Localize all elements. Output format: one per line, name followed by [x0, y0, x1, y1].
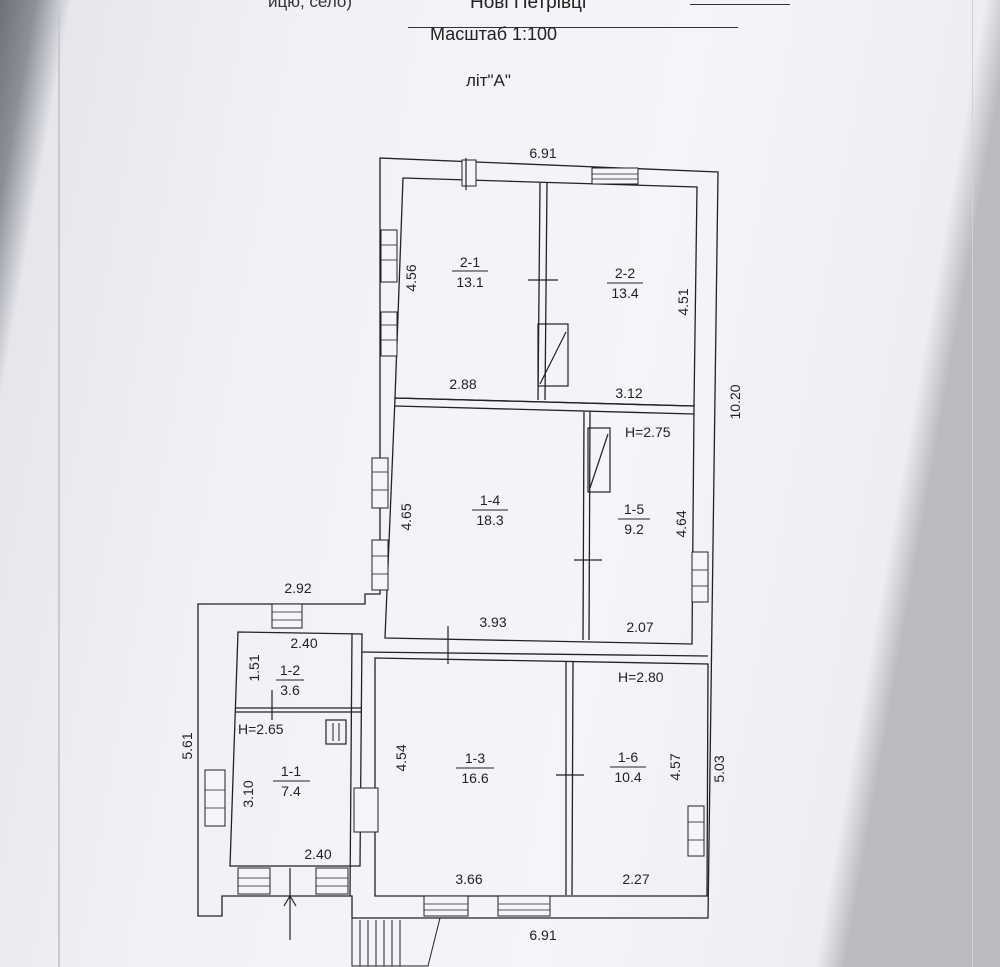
dim-r12-height: 1.51	[246, 654, 262, 681]
dim-r16-width: 2.27	[622, 871, 649, 887]
window-left-1	[380, 229, 398, 283]
room-id-2-2: 2-2	[615, 265, 635, 281]
dim-r12-width: 2.40	[290, 635, 317, 651]
room-id-1-5: 1-5	[624, 501, 644, 517]
wall-mid-lower	[361, 651, 709, 657]
dim-right-lower-height: 5.03	[711, 755, 727, 782]
dim-r11-width: 2.40	[304, 846, 331, 862]
scale-label: Масштаб 1:100	[430, 24, 558, 44]
wall-14-15	[582, 411, 585, 641]
inner-wall-lower	[374, 657, 709, 897]
room-id-1-3: 1-3	[465, 750, 485, 766]
dim-r21-width: 2.88	[449, 376, 476, 392]
room-id-1-2: 1-2	[280, 662, 300, 678]
wall-13-16b	[571, 661, 574, 896]
window-bottom-3	[423, 895, 469, 917]
room-area-2-1: 13.1	[456, 274, 483, 290]
window-annex-right	[353, 787, 379, 833]
stove-upper	[537, 323, 569, 387]
window-bottom-2	[315, 867, 349, 895]
dim-annex-width: 2.92	[284, 580, 311, 596]
room-id-2-1: 2-1	[460, 254, 480, 270]
dim-bottom-width: 6.91	[529, 927, 556, 943]
window-annex-left	[204, 769, 226, 827]
dim-total-height: 10.20	[727, 384, 743, 419]
room-area-1-6: 10.4	[614, 769, 641, 785]
place-name: Нові Петрівці	[470, 0, 587, 13]
dim-r22-height: 4.51	[675, 288, 691, 315]
dim-r14-height: 4.65	[398, 503, 414, 530]
dim-r15-width: 2.07	[626, 619, 653, 635]
wall-upper-mid	[394, 405, 695, 415]
room-area-1-1: 7.4	[281, 783, 301, 799]
dim-r15-height: 4.64	[673, 510, 689, 537]
window-annex-top	[271, 603, 303, 629]
window-top-left	[461, 159, 477, 187]
room-area-2-2: 13.4	[611, 285, 638, 301]
window-right-1	[691, 551, 709, 603]
stove-middle	[587, 427, 611, 493]
room-area-1-4: 18.3	[476, 512, 503, 528]
chimney-icon	[325, 719, 347, 745]
inner-wall-annex	[229, 631, 363, 867]
dim-r22-width: 3.12	[615, 385, 642, 401]
room-area-1-5: 9.2	[624, 521, 644, 537]
window-left-2	[380, 311, 398, 357]
room-id-1-4: 1-4	[480, 492, 500, 508]
dim-r14-width: 3.93	[479, 614, 506, 630]
wall-annex-right	[349, 633, 353, 897]
page-edge-line	[972, 0, 973, 967]
window-bottom-1	[237, 867, 271, 895]
dim-r16-height: 4.57	[667, 753, 683, 780]
dim-annex-height: 5.61	[179, 732, 195, 759]
window-top-right	[591, 167, 639, 185]
room-id-1-1: 1-1	[281, 763, 301, 779]
dim-r13-height: 4.54	[393, 744, 409, 771]
entrance-arrow	[283, 894, 297, 907]
window-right-2	[687, 805, 705, 857]
room-area-1-2: 3.6	[280, 682, 300, 698]
building-letter: літ"А"	[466, 71, 511, 90]
header-underline-top	[690, 4, 790, 5]
room-id-1-6: 1-6	[618, 749, 638, 765]
page-fold-shadow	[58, 0, 60, 967]
dim-top-width: 6.91	[529, 145, 556, 161]
window-left-4	[371, 539, 389, 591]
height-label-16: H=2.80	[618, 669, 664, 685]
dim-r21-height: 4.56	[403, 264, 419, 291]
outer-wall-main	[197, 157, 719, 919]
entrance-steps	[351, 917, 441, 967]
height-label-15: H=2.75	[625, 424, 671, 440]
height-label-11: H=2.65	[238, 721, 284, 737]
locality-fragment: ицю, село)	[268, 0, 353, 11]
window-bottom-4	[497, 895, 551, 917]
wall-14-15b	[588, 411, 591, 641]
dim-r11-height: 3.10	[240, 780, 256, 807]
dim-r13-width: 3.66	[455, 871, 482, 887]
room-area-1-3: 16.6	[461, 770, 488, 786]
wall-21-22b	[544, 182, 548, 401]
window-left-3	[371, 457, 389, 509]
header-underline	[408, 27, 738, 28]
